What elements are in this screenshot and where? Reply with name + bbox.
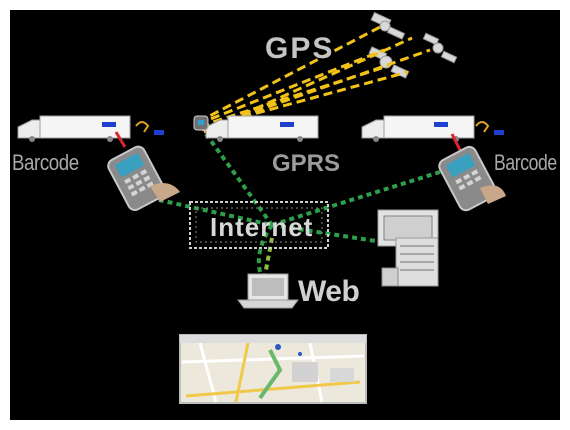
barcode-label: Barcode	[494, 150, 557, 175]
barcode-beams	[114, 131, 462, 151]
gps-tracker-icon	[193, 115, 209, 131]
satellite-icon	[370, 11, 406, 40]
map-icon	[179, 334, 367, 404]
barcode-scanner-icon	[438, 145, 497, 212]
laptop-icon	[237, 273, 299, 309]
hand-icon	[480, 185, 506, 204]
web-label: Web	[298, 275, 360, 308]
internet-cloud	[189, 201, 329, 249]
barcode-scanner-icon	[107, 145, 166, 211]
server-computer-icon	[377, 209, 439, 287]
truck-icon	[205, 115, 319, 142]
satellite-icon	[422, 32, 458, 64]
diagram-graphics	[17, 11, 506, 404]
truck-icon	[361, 115, 504, 142]
barcode-label: Barcode	[12, 150, 79, 175]
truck-icon	[17, 115, 164, 142]
satellite-icon	[368, 46, 410, 79]
internet-label: Internet	[210, 212, 314, 242]
network-links	[149, 132, 441, 276]
gps-label: GPS	[265, 32, 335, 65]
gprs-label: GPRS	[272, 150, 341, 177]
system-diagram: GPS GPRS Barcode Barcode Internet Web	[10, 10, 560, 420]
hand-icon	[150, 183, 180, 202]
